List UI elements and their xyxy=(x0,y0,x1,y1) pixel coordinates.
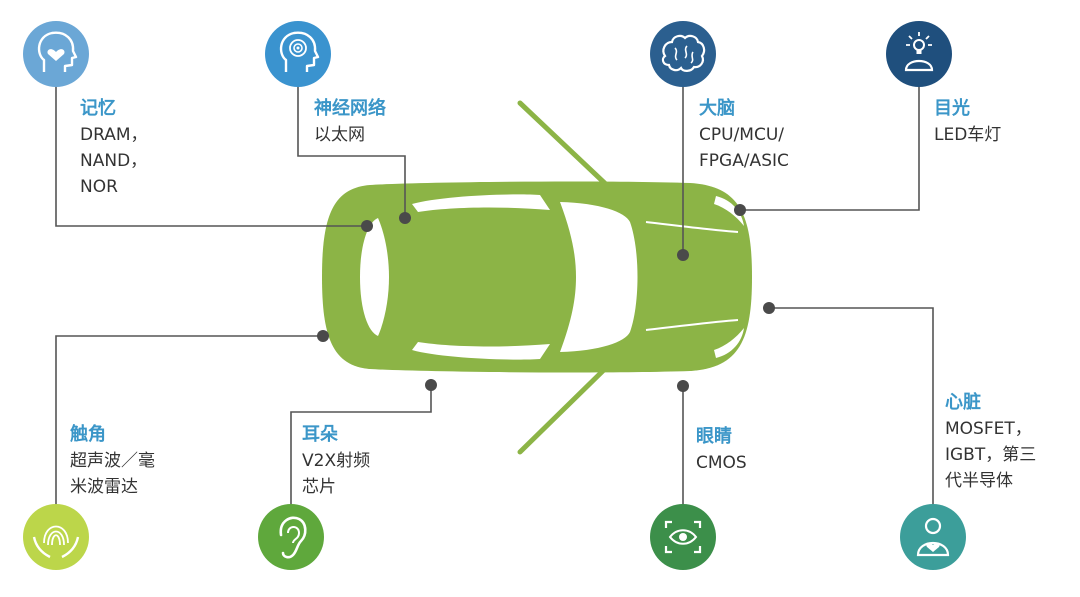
dot-eyes-led xyxy=(734,204,746,216)
car-door-top xyxy=(517,100,615,193)
label-ear-title: 耳朵 xyxy=(302,424,338,445)
label-eyes: 眼睛 CMOS xyxy=(696,424,747,476)
car-hood-line-bottom xyxy=(645,319,739,331)
label-neural-line: 以太网 xyxy=(314,125,365,145)
label-touch-title: 触角 xyxy=(70,424,106,445)
dot-eyes xyxy=(677,380,689,392)
label-ear: 耳朵 V2X射频 芯片 xyxy=(302,422,370,500)
label-eyes-led-title: 目光 xyxy=(934,98,970,119)
car-headlight-bottom xyxy=(714,328,744,358)
ear-icon xyxy=(258,504,324,570)
connector-ear xyxy=(290,385,432,505)
label-brain-line: FPGA/ASIC xyxy=(699,151,789,171)
car-headlight-top xyxy=(714,196,744,226)
car-body xyxy=(322,181,752,373)
dot-brain xyxy=(677,249,689,261)
label-memory-line: NOR xyxy=(80,177,118,197)
car-door-bottom xyxy=(517,359,615,455)
label-neural-title: 神经网络 xyxy=(314,98,386,119)
head-heart-icon xyxy=(23,21,89,87)
label-touch-line: 超声波／毫 xyxy=(70,451,155,471)
eye-icon xyxy=(650,504,716,570)
label-eyes-led-line: LED车灯 xyxy=(934,125,1002,145)
label-memory: 记忆 DRAM， NAND， NOR xyxy=(80,96,148,200)
person-heart-icon xyxy=(900,504,966,570)
label-brain-title: 大脑 xyxy=(699,98,735,119)
label-ear-line: 芯片 xyxy=(302,477,336,497)
label-heart-line: MOSFET， xyxy=(945,419,1032,439)
label-heart-line: IGBT，第三 xyxy=(945,445,1037,465)
dot-heart xyxy=(763,302,775,314)
label-heart-line: 代半导体 xyxy=(945,471,1013,491)
connector-heart xyxy=(769,307,934,505)
car-windshield xyxy=(560,202,638,352)
label-ear-line: V2X射频 xyxy=(302,451,371,471)
label-eyes-title: 眼睛 xyxy=(696,426,732,447)
lightbulb-person-icon xyxy=(886,21,952,87)
label-touch: 触角 超声波／毫 米波雷达 xyxy=(70,422,155,500)
label-brain-line: CPU/MCU/ xyxy=(699,125,784,145)
label-heart-title: 心脏 xyxy=(945,392,981,413)
head-network-icon xyxy=(265,21,331,87)
car-side-window-top xyxy=(412,194,550,212)
dot-ear xyxy=(425,379,437,391)
label-heart: 心脏 MOSFET， IGBT，第三 代半导体 xyxy=(945,390,1036,494)
label-touch-line: 米波雷达 xyxy=(70,477,138,497)
label-eyes-line: CMOS xyxy=(696,453,747,473)
car-rear-window xyxy=(360,218,389,336)
dot-memory xyxy=(361,220,373,232)
connector-eyes-led xyxy=(740,86,920,211)
label-memory-line: DRAM， xyxy=(80,125,148,145)
touch-hands-icon xyxy=(23,504,89,570)
dot-neural xyxy=(399,212,411,224)
car-hood-line-top xyxy=(645,221,739,233)
label-brain: 大脑 CPU/MCU/ FPGA/ASIC xyxy=(699,96,789,174)
label-memory-title: 记忆 xyxy=(80,98,116,119)
label-neural: 神经网络 以太网 xyxy=(314,96,386,148)
label-eyes-led: 目光 LED车灯 xyxy=(934,96,1001,148)
dot-touch xyxy=(317,330,329,342)
connector-memory xyxy=(55,86,367,227)
connector-touch xyxy=(55,335,323,505)
label-memory-line: NAND， xyxy=(80,151,148,171)
connector-neural xyxy=(297,86,406,218)
car-side-window-bottom xyxy=(412,342,550,360)
brain-icon xyxy=(650,21,716,87)
